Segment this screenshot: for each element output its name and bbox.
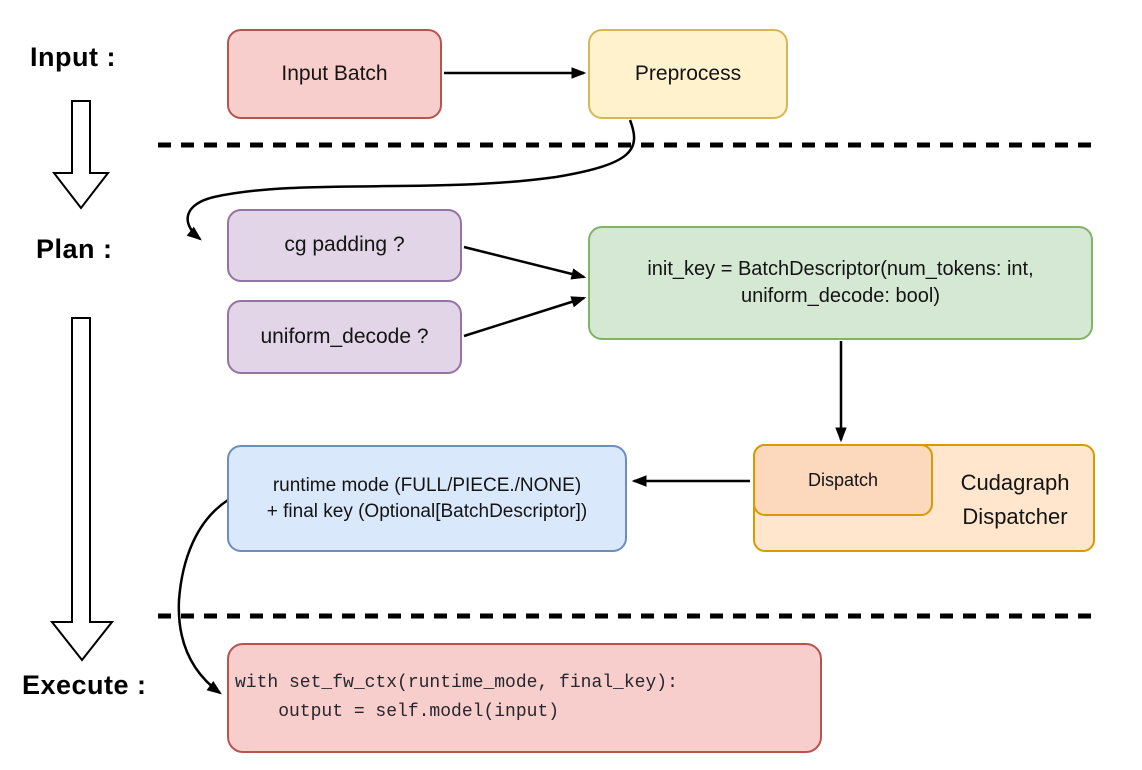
input-stage-label: Input : xyxy=(30,42,116,72)
stage-arrow-input-to-plan xyxy=(51,100,111,210)
dispatch-node: Dispatch xyxy=(753,444,933,516)
plan-stage-label: Plan : xyxy=(36,234,113,264)
execute-code-line2: output = self.model(input) xyxy=(235,702,560,722)
input-batch-label: Input Batch xyxy=(281,61,388,85)
runtime-mode-line1: runtime mode (FULL/PIECE./NONE) xyxy=(272,474,582,496)
cg-padding-label: cg padding ? xyxy=(284,233,405,257)
init-key-node: init_key = BatchDescriptor(num_tokens: i… xyxy=(588,226,1093,340)
arrow-uniform-decode-to-init-key xyxy=(463,296,587,338)
cudagraph-dispatcher-line2: Dispatcher xyxy=(962,504,1068,530)
uniform-decode-node: uniform_decode ? xyxy=(227,300,462,374)
cg-padding-node: cg padding ? xyxy=(227,209,462,282)
uniform-decode-label: uniform_decode ? xyxy=(260,324,429,348)
execute-code-node: with set_fw_ctx(runtime_mode, final_key)… xyxy=(227,643,822,753)
arrow-preprocess-to-cg-padding xyxy=(186,119,636,241)
input-batch-node: Input Batch xyxy=(227,29,442,119)
runtime-mode-line2: + final key (Optional[BatchDescriptor]) xyxy=(266,500,588,522)
cudagraph-dispatcher-line1: Cudagraph xyxy=(960,470,1070,495)
arrow-cg-padding-to-init-key xyxy=(463,245,587,280)
cudagraph-dispatcher-label: Cudagraph Dispatcher xyxy=(940,466,1090,534)
arrow-runtime-mode-to-execute-code xyxy=(177,498,229,695)
init-key-line2: uniform_decode: bool) xyxy=(740,285,940,307)
preprocess-label: Preprocess xyxy=(634,61,742,85)
dispatch-label: Dispatch xyxy=(807,469,879,490)
init-key-line1: init_key = BatchDescriptor(num_tokens: i… xyxy=(647,258,1034,280)
preprocess-node: Preprocess xyxy=(588,29,788,119)
execute-code-line1: with set_fw_ctx(runtime_mode, final_key)… xyxy=(235,673,678,694)
runtime-mode-node: runtime mode (FULL/PIECE./NONE) + final … xyxy=(227,445,627,552)
stage-arrow-plan-to-execute xyxy=(49,317,115,662)
execute-stage-label: Execute : xyxy=(22,670,147,700)
